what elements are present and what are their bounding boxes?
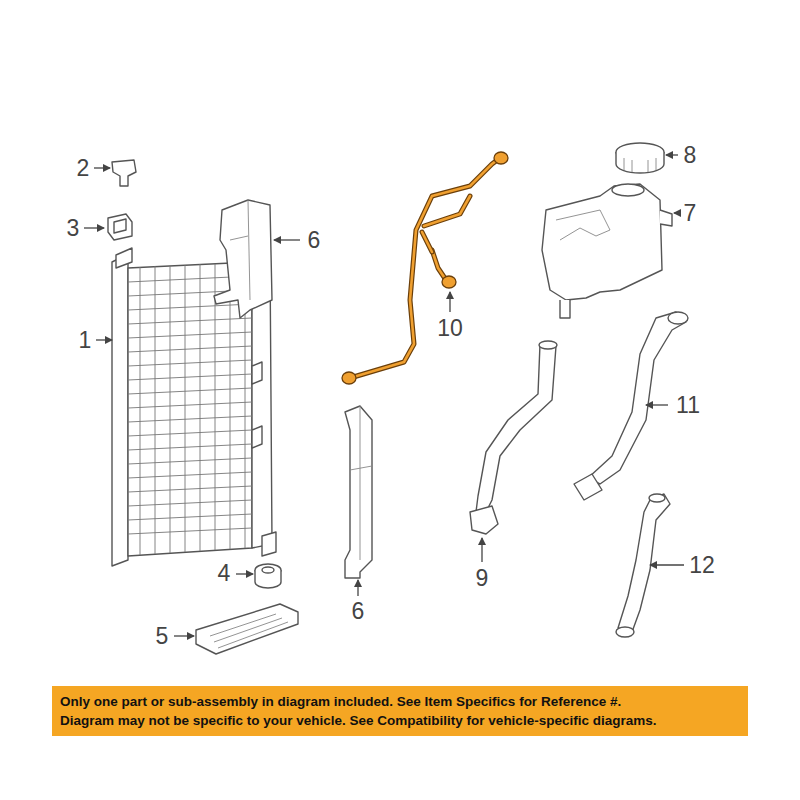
callout-number: 9: [476, 567, 489, 590]
callout-number: 5: [156, 625, 169, 648]
notice-banner: Only one part or sub-assembly in diagram…: [52, 686, 748, 736]
callout-number: 8: [684, 144, 697, 167]
callout-number: 6: [308, 229, 321, 252]
notice-text: Only one part or sub-assembly in diagram…: [60, 692, 740, 711]
callout-number: 11: [676, 394, 700, 417]
callout-number: 4: [218, 562, 231, 585]
callout-number: 6: [352, 600, 365, 623]
callout-number: 3: [67, 217, 80, 240]
callout-number: 1: [79, 329, 92, 352]
callout-number: 2: [77, 157, 90, 180]
callout-number: 10: [437, 317, 463, 340]
callout-number: 12: [689, 554, 715, 577]
callout-number: 7: [684, 202, 697, 225]
notice-text: Diagram may not be specific to your vehi…: [60, 711, 740, 730]
